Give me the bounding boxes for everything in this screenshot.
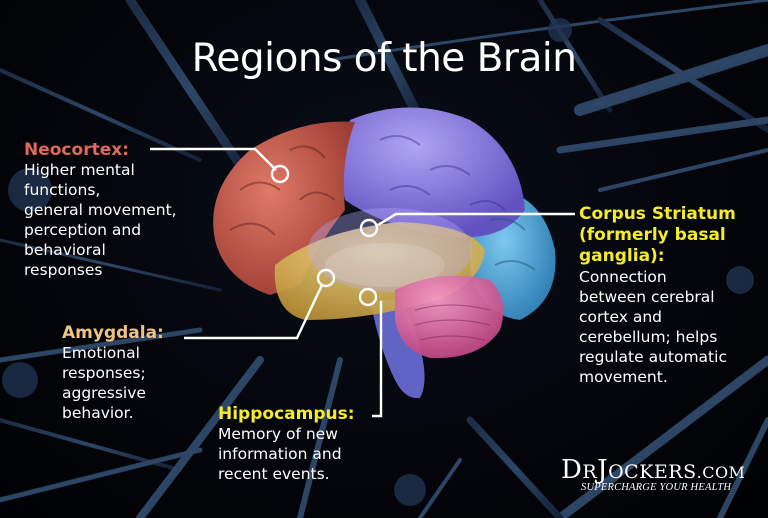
neocortex-description: Higher mental functions, general movemen… (24, 161, 177, 279)
logo-tagline: SUPERCHARGE YOUR HEALTH (581, 482, 732, 493)
hippocampus-description: Memory of new information and recent eve… (218, 425, 342, 483)
neocortex-label: Neocortex: Higher mental functions, gene… (24, 140, 224, 280)
hippocampus-label: Hippocampus: Memory of new information a… (218, 404, 438, 484)
amygdala-connector (184, 284, 324, 340)
neocortex-heading: Neocortex: (24, 140, 129, 160)
neocortex-connector (150, 147, 277, 171)
hippocampus-heading: Hippocampus: (218, 404, 355, 424)
amygdala-heading: Amygdala: (62, 323, 164, 343)
corpus-striatum-description: Connection between cerebral cortex and c… (579, 268, 727, 386)
amygdala-description: Emotional responses; aggressive behavior… (62, 344, 146, 422)
page-title: Regions of the Brain (191, 36, 577, 81)
logo-wordmark: DRJOCKERS.COM (561, 455, 746, 485)
corpus-striatum-marker (359, 218, 379, 238)
neocortex-marker (270, 164, 290, 184)
amygdala-marker (316, 268, 336, 288)
corpus-striatum-label: Corpus Striatum (formerly basal ganglia)… (579, 204, 768, 387)
amygdala-label: Amygdala: Emotional responses; aggressiv… (62, 323, 202, 423)
hippocampus-connector (372, 300, 383, 418)
corpus-striatum-heading: Corpus Striatum (formerly basal ganglia)… (579, 204, 736, 266)
corpus-striatum-connector (377, 212, 575, 227)
hippocampus-marker (358, 287, 378, 307)
drjockers-logo: DRJOCKERS.COM SUPERCHARGE YOUR HEALTH (561, 455, 746, 493)
